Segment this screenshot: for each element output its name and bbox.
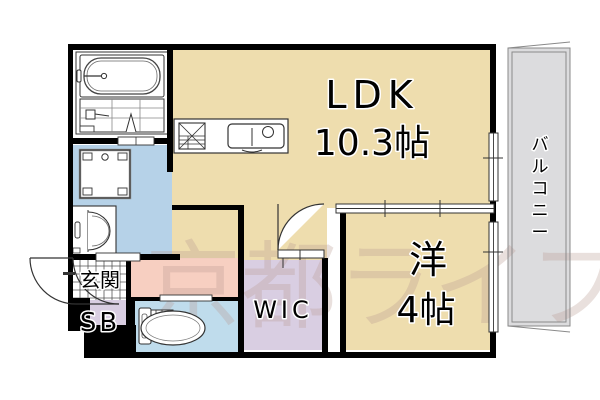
balcony-outline <box>507 41 571 333</box>
toilet-fixtures <box>138 307 206 346</box>
balcony-floor <box>507 47 571 327</box>
wall-entrance-bottom <box>68 298 90 331</box>
watermark: 京都ライフ <box>145 231 600 343</box>
balcony-label-char-3: ニ <box>532 201 549 221</box>
wall-bottom <box>126 352 496 358</box>
wic-label: WIC <box>253 296 313 324</box>
bedroom-floor <box>345 208 492 350</box>
toilet-door-opening <box>159 294 213 302</box>
stove-cooktop-icon <box>178 122 206 150</box>
bedroom-label: 洋 <box>409 238 447 282</box>
wall-bath-right <box>167 44 173 144</box>
balcony-label-char-0: バ <box>532 135 549 155</box>
wall-wic-left <box>238 208 244 356</box>
wall-wic-right <box>322 258 328 356</box>
wall-ldk-bottom-left <box>172 205 244 210</box>
room-labels: LDK 10.3帖 洋 4帖 WIC 玄関 SB バ ル コ ニ ー <box>78 72 550 340</box>
wall-left-upper <box>68 44 73 260</box>
ldk-label: LDK <box>325 73 418 117</box>
wall-right-outer-lower <box>490 330 496 358</box>
balcony-label-char-1: ル <box>532 157 549 177</box>
wall-top <box>68 44 496 50</box>
toilet-icon <box>138 307 206 346</box>
bathtub-icon <box>76 54 165 98</box>
corridor-floor-upper <box>130 258 243 276</box>
ldk-door-icon <box>277 203 325 260</box>
watermark-text: 京都ライフ <box>145 231 600 343</box>
balcony-sliding-window-lower-icon <box>483 221 503 333</box>
wall-bedroom-left <box>340 205 346 355</box>
balcony-label-char-4: ー <box>532 223 549 243</box>
wall-shoebox-right <box>126 300 135 358</box>
kitchen-fixtures <box>173 118 289 154</box>
washing-machine-space-icon <box>78 148 132 200</box>
doors-and-openings <box>29 132 503 333</box>
balcony-sliding-window-upper-icon <box>483 132 503 202</box>
shoebox-label: SB <box>80 308 120 338</box>
kitchen-sink-icon <box>227 123 285 153</box>
wic-floor <box>243 260 327 350</box>
bedroom-area-label: 4帖 <box>397 290 456 331</box>
entrance-tile-pattern <box>72 258 130 300</box>
balcony-label-char-2: コ <box>532 179 549 199</box>
sliding-partition-icon <box>335 200 495 217</box>
bathroom-fixtures <box>75 51 169 135</box>
wall-corridor-left <box>126 258 131 300</box>
entrance-label: 玄関 <box>80 268 120 292</box>
entrance-door-icon <box>29 257 120 305</box>
wall-left-entrance <box>68 255 73 303</box>
balcony-label: バ ル コ ニ ー <box>530 134 550 245</box>
ldk-area-label: 10.3帖 <box>314 123 430 164</box>
wall-right-outer <box>490 44 496 134</box>
wall-washroom-right <box>167 144 173 172</box>
vanity-sink-icon <box>71 205 117 257</box>
shower-panel-icon <box>79 98 165 133</box>
washroom-door-opening <box>95 252 141 262</box>
washroom-fixtures <box>71 148 132 257</box>
